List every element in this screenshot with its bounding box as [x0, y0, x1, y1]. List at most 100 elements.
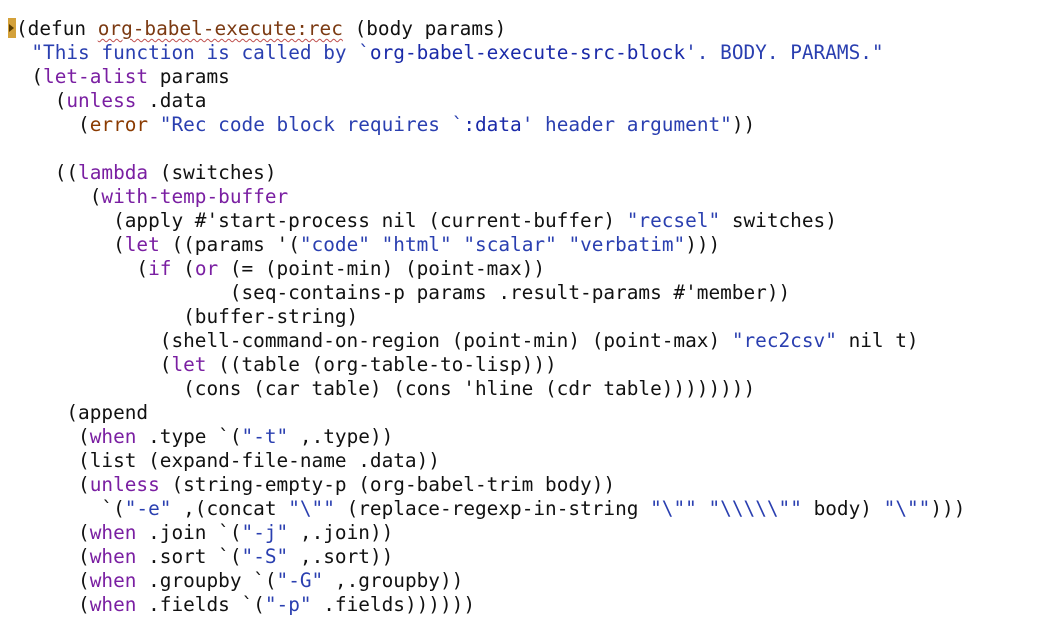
- code-line[interactable]: (when .type `("-t" ,.type)): [8, 425, 1033, 449]
- code-line[interactable]: `("-e" ,(concat "\"" (replace-regexp-in-…: [8, 497, 1033, 521]
- code-line[interactable]: (when .fields `("-p" .fields)))))): [8, 593, 1033, 617]
- code-token: "\\\\\"": [708, 497, 802, 520]
- code-token: org-babel-execute:rec: [97, 17, 343, 40]
- code-token: )): [731, 113, 756, 136]
- code-token: lambda: [78, 161, 149, 184]
- code-token: '. BODY. PARAMS.": [685, 41, 884, 64]
- code-token: (append: [8, 401, 149, 424]
- code-token: if: [148, 257, 172, 280]
- code-line[interactable]: (error "Rec code block requires `:data' …: [8, 113, 1033, 137]
- code-token: .type `(: [136, 425, 242, 448]
- code-token: error: [89, 113, 149, 136]
- code-token: "html": [381, 233, 452, 256]
- code-token: "-p": [264, 593, 312, 616]
- code-token: ))): [685, 233, 721, 256]
- code-line[interactable]: (when .sort `("-S" ,.sort)): [8, 545, 1033, 569]
- code-token: "recsel": [626, 209, 721, 232]
- code-line[interactable]: (let ((table (org-table-to-lisp))): [8, 353, 1033, 377]
- code-token: when: [89, 569, 137, 592]
- code-line[interactable]: "This function is called by `org-babel-e…: [8, 41, 1033, 65]
- code-token: "verbatim": [568, 233, 686, 256]
- code-token: (= (point-min) (point-max)): [218, 257, 546, 280]
- code-token: let: [124, 233, 160, 256]
- code-token: "-G": [276, 569, 324, 592]
- code-token: (: [8, 113, 90, 136]
- code-editor[interactable]: (defun org-babel-execute:rec (body param…: [8, 17, 1033, 637]
- code-token: (: [171, 257, 195, 280]
- code-token: ,.groupby)): [323, 569, 464, 592]
- code-token: "\"": [883, 497, 931, 520]
- code-token: .fields)))))): [311, 593, 476, 616]
- code-token: "This function is called by `: [31, 41, 370, 64]
- code-token: .sort `(: [136, 545, 242, 568]
- code-token: "-S": [241, 545, 289, 568]
- code-token: (: [8, 473, 90, 496]
- code-line[interactable]: (with-temp-buffer: [8, 185, 1033, 209]
- code-token: .groupby `(: [136, 569, 277, 592]
- code-token: "\"": [650, 497, 697, 520]
- code-token: org-babel-execute-src-block: [369, 41, 686, 64]
- code-line[interactable]: (when .groupby `("-G" ,.groupby)): [8, 569, 1033, 593]
- code-token: when: [89, 545, 137, 568]
- code-token: when: [89, 521, 137, 544]
- code-token: ,.sort)): [288, 545, 394, 568]
- code-token: ,(concat: [171, 497, 289, 520]
- code-token: :data: [463, 113, 522, 136]
- code-line[interactable]: (unless .data: [8, 89, 1033, 113]
- code-token: let-alist: [43, 65, 149, 88]
- code-token: (: [8, 425, 90, 448]
- code-line[interactable]: (apply #'start-process nil (current-buff…: [8, 209, 1033, 233]
- code-token: nil t): [836, 329, 919, 352]
- code-token: (: [8, 593, 90, 616]
- code-token: [557, 233, 569, 256]
- code-token: ,.type)): [288, 425, 394, 448]
- code-line[interactable]: (buffer-string): [8, 305, 1033, 329]
- code-line[interactable]: (append: [8, 401, 1033, 425]
- code-token: when: [89, 425, 137, 448]
- code-token: .data: [136, 89, 207, 112]
- code-token: "rec2csv": [731, 329, 837, 352]
- code-token: unless: [89, 473, 160, 496]
- code-line[interactable]: (cons (car table) (cons 'hline (cdr tabl…: [8, 377, 1033, 401]
- code-token: `(: [8, 497, 125, 520]
- code-token: with-temp-buffer: [101, 185, 289, 208]
- code-token: (: [8, 545, 90, 568]
- code-token: (seq-contains-p params .result-params #'…: [8, 281, 791, 304]
- code-token: (replace-regexp-in-string: [334, 497, 651, 520]
- code-line[interactable]: (if (or (= (point-min) (point-max)): [8, 257, 1033, 281]
- code-token: (cons (car table) (cons 'hline (cdr tabl…: [8, 377, 756, 400]
- code-line[interactable]: (defun org-babel-execute:rec (body param…: [8, 17, 1033, 41]
- code-line[interactable]: (seq-contains-p params .result-params #'…: [8, 281, 1033, 305]
- code-line[interactable]: (unless (string-empty-p (org-babel-trim …: [8, 473, 1033, 497]
- code-token: [370, 233, 382, 256]
- code-token: "-e": [124, 497, 172, 520]
- code-token: (shell-command-on-region (point-min) (po…: [8, 329, 732, 352]
- code-token: (defun: [16, 17, 98, 40]
- code-line[interactable]: (shell-command-on-region (point-min) (po…: [8, 329, 1033, 353]
- code-token: (: [8, 185, 102, 208]
- code-token: (: [8, 89, 67, 112]
- code-token: (: [8, 569, 90, 592]
- code-token: (: [8, 257, 149, 280]
- code-token: "code": [299, 233, 370, 256]
- code-token: unless: [66, 89, 137, 112]
- code-token: "-t": [241, 425, 289, 448]
- code-token: (: [8, 65, 44, 88]
- code-token: (body params): [342, 17, 507, 40]
- code-token: (buffer-string): [8, 305, 359, 328]
- code-line[interactable]: (when .join `("-j" ,.join)): [8, 521, 1033, 545]
- code-line[interactable]: (let ((params '("code" "html" "scalar" "…: [8, 233, 1033, 257]
- code-line[interactable]: (let-alist params: [8, 65, 1033, 89]
- code-token: (list (expand-file-name .data)): [8, 449, 440, 472]
- code-token: body): [801, 497, 884, 520]
- code-token: (: [8, 353, 172, 376]
- code-token: "Rec code block requires `: [159, 113, 464, 136]
- code-line[interactable]: ((lambda (switches): [8, 161, 1033, 185]
- code-token: ((: [8, 161, 79, 184]
- code-line[interactable]: (list (expand-file-name .data)): [8, 449, 1033, 473]
- code-token: "scalar": [463, 233, 557, 256]
- code-token: [697, 497, 709, 520]
- code-token: .fields `(: [136, 593, 265, 616]
- code-token: (apply #'start-process nil (current-buff…: [8, 209, 627, 232]
- code-line[interactable]: [8, 137, 1033, 161]
